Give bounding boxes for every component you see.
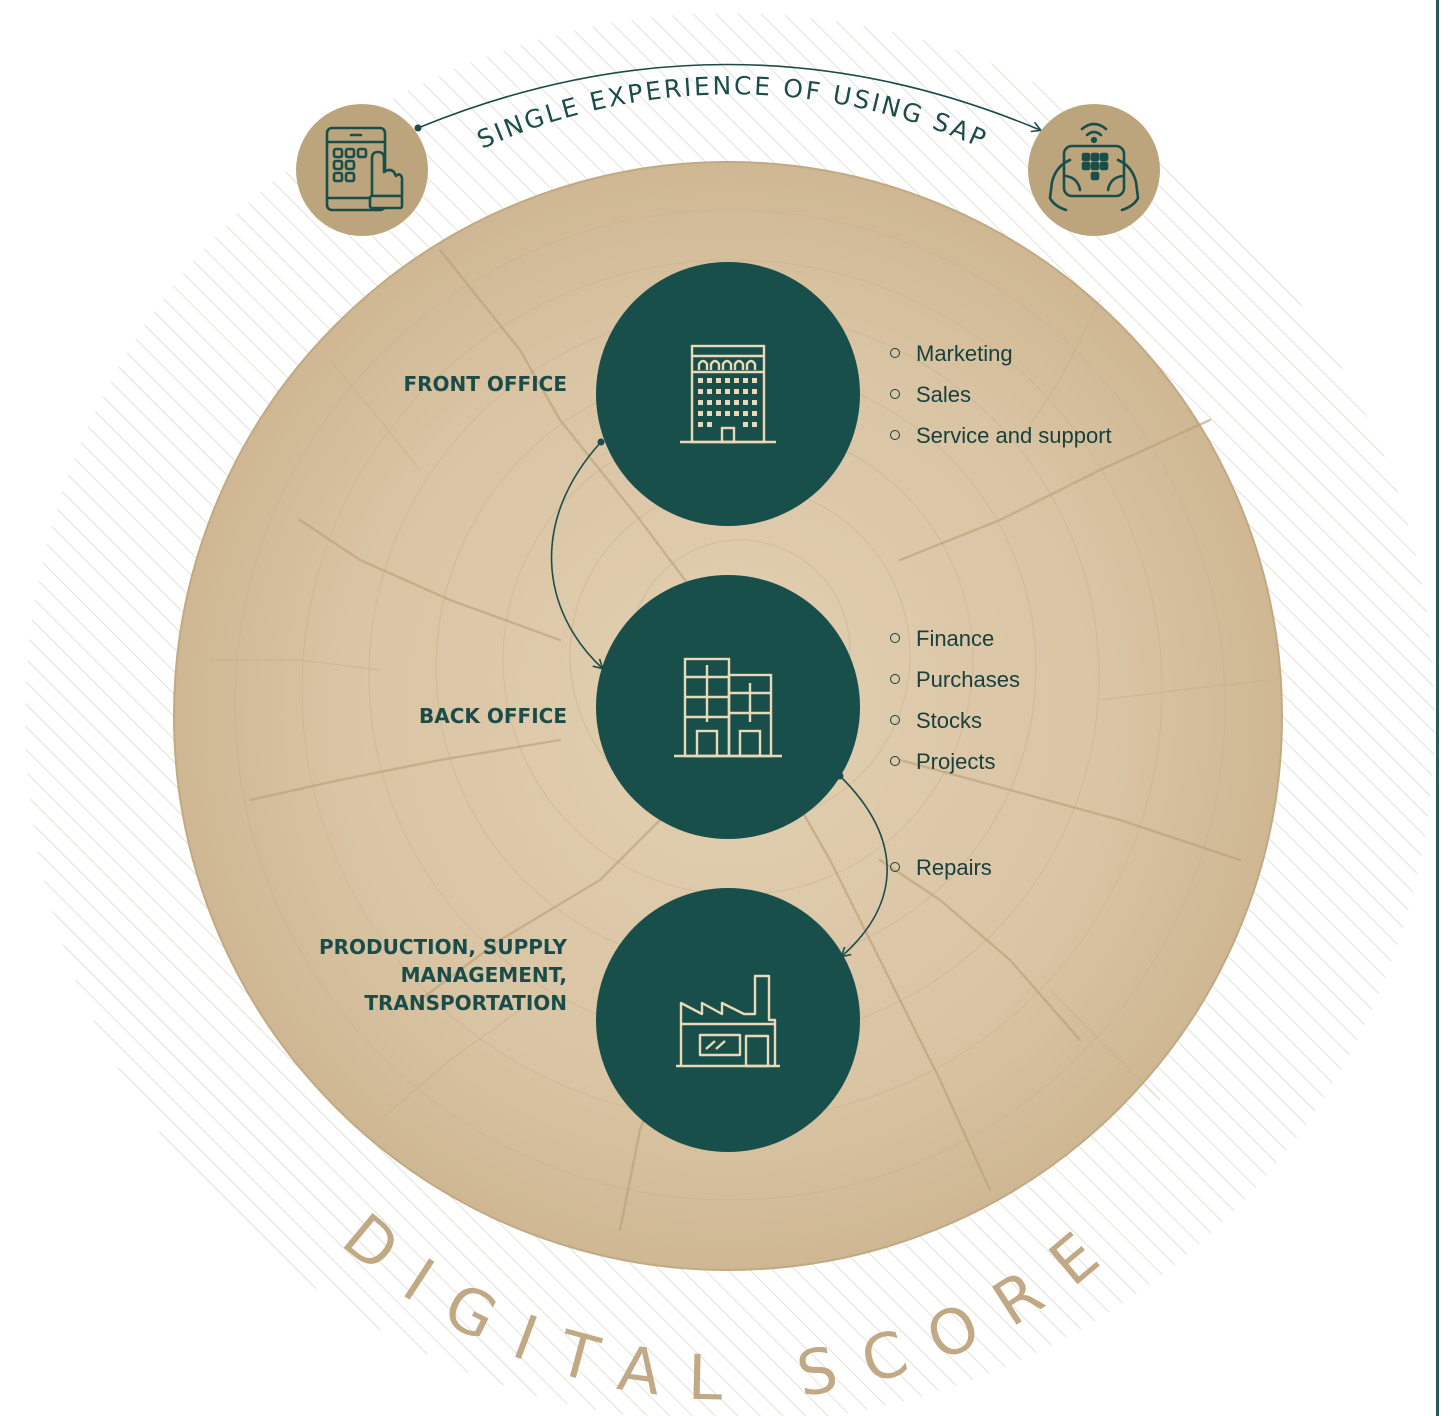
bullet-dot xyxy=(890,715,900,725)
right-device-badge xyxy=(1028,104,1160,236)
left-device-badge xyxy=(296,104,428,236)
factory-icon xyxy=(676,974,780,1068)
back-to-production-arrow xyxy=(839,775,888,958)
list-item: Sales xyxy=(890,374,1112,415)
top-arc-arrow xyxy=(417,63,1043,133)
list-item-text: Projects xyxy=(916,749,996,774)
tier-node-back-office xyxy=(596,575,860,839)
office-buildings-icon xyxy=(674,657,782,758)
office-tower-windows xyxy=(698,378,757,427)
back-office-items: Finance Purchases Stocks Projects xyxy=(890,618,1020,782)
list-item: Repairs xyxy=(890,847,992,888)
front-office-items: Marketing Sales Service and support xyxy=(890,333,1112,456)
bullet-dot xyxy=(890,348,900,358)
bullet-dot xyxy=(890,756,900,766)
front-to-back-arrow xyxy=(550,441,604,670)
top-arc-start-dot xyxy=(414,124,422,132)
list-item: Finance xyxy=(890,618,1020,659)
tier-node-front-office xyxy=(596,262,860,526)
tier-label-back-office: BACK OFFICE xyxy=(419,704,567,728)
list-item: Projects xyxy=(890,741,1020,782)
tier-label-production: PRODUCTION, SUPPLY MANAGEMENT, TRANSPORT… xyxy=(318,935,567,1015)
list-item-text: Sales xyxy=(916,382,972,407)
list-item-text: Service and support xyxy=(916,423,1112,448)
list-item-text: Finance xyxy=(916,626,995,651)
office-tower-icon xyxy=(680,344,776,444)
handheld-scanner-icon xyxy=(1048,122,1140,212)
page-edge-rule xyxy=(1436,0,1439,1416)
bullet-dot xyxy=(890,862,900,872)
bullet-dot xyxy=(890,430,900,440)
list-item-text: Stocks xyxy=(916,708,983,733)
list-item: Stocks xyxy=(890,700,1020,741)
tier-node-production xyxy=(596,888,860,1152)
list-item: Purchases xyxy=(890,659,1020,700)
tablet-touch-icon xyxy=(325,126,404,212)
list-item-text: Repairs xyxy=(916,855,992,880)
front-arrow-start-dot xyxy=(597,438,605,446)
bullet-dot xyxy=(890,633,900,643)
bullet-dot xyxy=(890,674,900,684)
list-item: Marketing xyxy=(890,333,1112,374)
list-item-text: Purchases xyxy=(916,667,1020,692)
list-item-text: Marketing xyxy=(916,341,1013,366)
bullet-dot xyxy=(890,389,900,399)
tier-label-front-office: FRONT OFFICE xyxy=(403,372,567,396)
connector-items: Repairs xyxy=(890,847,992,888)
list-item: Service and support xyxy=(890,415,1112,456)
